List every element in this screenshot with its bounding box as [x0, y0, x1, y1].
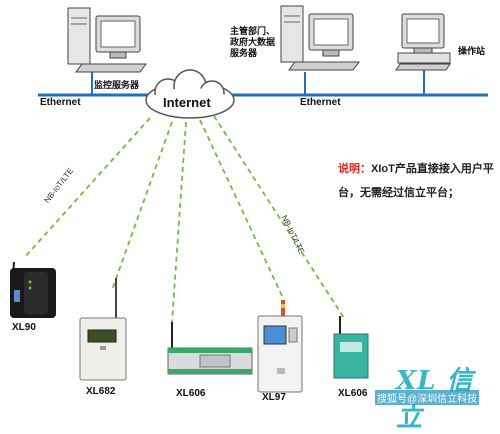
- xl97-label: XL97: [262, 392, 286, 403]
- watermark-label: 搜狐号@深圳信立科技: [375, 390, 480, 405]
- gov-server-label-line2: 政府大数据: [230, 37, 276, 47]
- xl90-device: [10, 261, 56, 318]
- monitor-server-label: 监控服务器: [94, 80, 140, 90]
- xl606-left-device: [167, 322, 253, 375]
- operator-station-icon: [395, 13, 451, 71]
- operator-station-label: 操作站: [458, 46, 486, 56]
- xl682-device: [79, 278, 127, 381]
- note-body: XIoT产品直接接入用户平台，无需经过信立平台；: [338, 163, 494, 199]
- gov-server-label-line1: 主管部门、: [230, 26, 276, 36]
- network-diagram: [10, 5, 488, 393]
- xl90-label: XL90: [12, 322, 36, 333]
- ethernet-right-label: Ethernet: [300, 97, 341, 108]
- xl606-left-label: XL606: [176, 388, 206, 399]
- xl606-right-device: [333, 316, 369, 379]
- xl606-right-label: XL606: [338, 388, 368, 399]
- xl97-device: [257, 300, 303, 393]
- note-highlight: 说明：: [338, 163, 371, 175]
- ethernet-left-label: Ethernet: [40, 97, 81, 108]
- gov-server-label-line3: 服务器: [230, 48, 258, 58]
- internet-label: Internet: [163, 95, 211, 110]
- monitor-server-icon: [67, 7, 147, 73]
- xl682-label: XL682: [86, 386, 116, 397]
- wireless-links: [23, 115, 345, 323]
- note-text: 说明：XIoT产品直接接入用户平台，无需经过信立平台；: [338, 157, 498, 205]
- internet-cloud: [145, 69, 235, 119]
- gov-server-icon: [280, 5, 360, 71]
